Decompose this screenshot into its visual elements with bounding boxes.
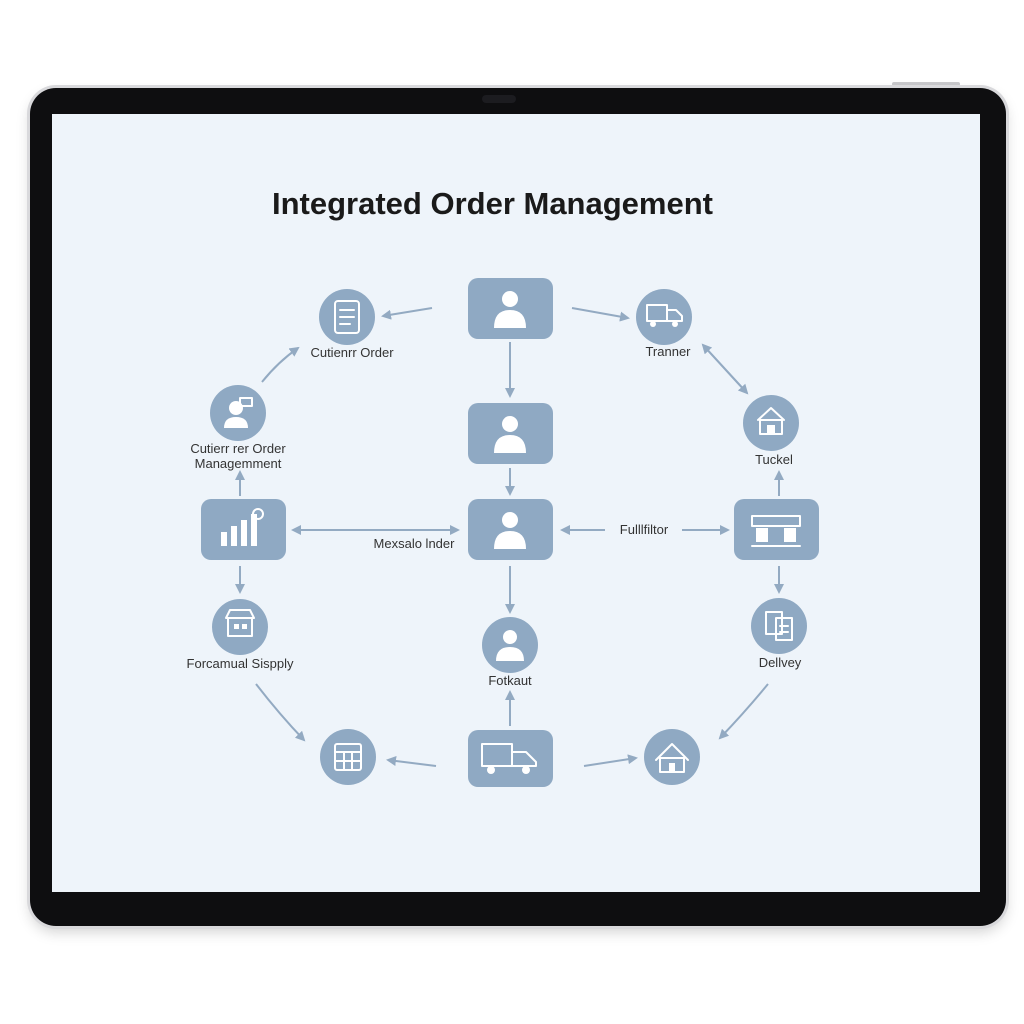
node-tracking[interactable]: Tuckel [743,395,799,467]
node-label-delivery: Dellvey [759,655,802,670]
person-icon [494,416,526,453]
conveyor-icon [751,515,801,547]
node-forecast-supply[interactable]: Forcamual Sispply [187,599,294,671]
edge-label-right-center: Fulllfiltor [620,522,669,537]
node-label-order-management-2: Managemment [195,456,282,471]
node-trans[interactable]: Tranner [636,289,692,359]
node-home[interactable] [644,729,700,785]
documents-icon [765,611,793,641]
camera-icon [482,95,516,103]
node-label-trans: Tranner [645,344,691,359]
tablet-icon [334,300,360,334]
node-center-person[interactable] [468,499,553,560]
node-label-order-management-1: Cutierr rer Order [190,441,286,456]
truck-icon [481,743,537,774]
node-mid-person[interactable] [468,403,553,464]
edge-ordermgmt-to-customer [261,346,300,383]
support-agent-icon [224,397,253,428]
node-top-person[interactable] [468,278,553,339]
node-order-management[interactable]: Cutierr rer Order Managemment [190,385,286,471]
node-label-fulfillment: Fotkaut [488,673,532,688]
calendar-icon [334,743,362,771]
edge-tracking-trans [702,344,749,395]
store-icon [225,609,255,637]
node-label-tracking: Tuckel [755,452,793,467]
home-icon [655,743,689,773]
warehouse-icon [757,407,785,435]
node-analytics[interactable] [201,499,286,560]
bar-chart-icon [221,508,264,546]
edge-truck-to-calendar [386,756,437,767]
node-label-forecast-supply: Forcamual Sispply [187,656,294,671]
edge-top-to-trans [571,307,630,322]
edge-truck-to-home [583,754,638,767]
power-button [892,82,960,86]
edge-forecast-to-calendar [255,683,306,742]
person-icon [496,630,524,661]
diagram-title: Integrated Order Management [272,186,713,221]
edges [235,307,784,767]
truck-icon [646,304,683,327]
edge-label-left-center: Mexsalo lnder [374,536,456,551]
node-fulfillment[interactable]: Fotkaut [482,617,538,688]
edge-delivery-to-home [718,683,769,740]
node-bottom-truck[interactable] [468,730,553,787]
node-delivery[interactable]: Dellvey [751,598,807,670]
person-icon [494,512,526,549]
node-label-customer-order: Cutienrr Order [310,345,394,360]
person-icon [494,291,526,328]
node-fulfillment-hub[interactable] [734,499,819,560]
node-customer-order[interactable]: Cutienrr Order [310,289,394,360]
node-calendar[interactable] [320,729,376,785]
edge-top-to-customer [381,307,433,320]
